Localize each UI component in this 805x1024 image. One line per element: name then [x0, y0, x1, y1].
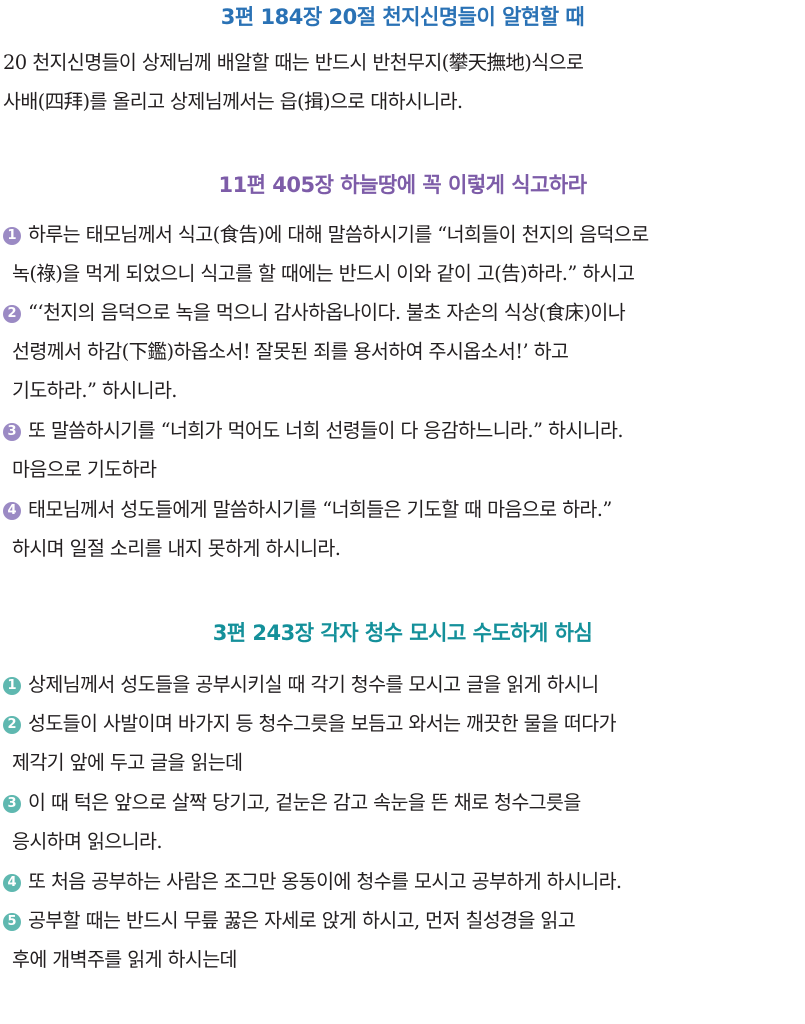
verse-line: 응시하며 읽으니라. — [12, 830, 163, 853]
number-badge-icon: 5 — [3, 913, 21, 931]
verse-text: 태모님께서 성도들에게 말씀하시기를 “너희들은 기도할 때 마음으로 하라.” — [28, 498, 612, 521]
verse-text: 공부할 때는 반드시 무릎 꿇은 자세로 앉게 하시고, 먼저 칠성경을 읽고 — [28, 909, 576, 932]
verse-text: 성도들이 사발이며 바가지 등 청수그릇을 보듬고 와서는 깨끗한 물을 떠다가 — [28, 712, 617, 735]
number-badge-icon: 2 — [3, 716, 21, 734]
section-heading: 3편 243장 각자 청수 모시고 수도하게 하심 — [212, 621, 593, 645]
verse-line: 마음으로 기도하라 — [12, 458, 157, 481]
verse-text: 이 때 턱은 앞으로 살짝 당기고, 겉눈은 감고 속눈을 뜬 채로 청수그릇을 — [28, 791, 581, 814]
verse-text: “‘천지의 음덕으로 녹을 먹으니 감사하옵나이다. 불초 자손의 식상(食床)… — [28, 301, 626, 324]
number-badge-icon: 4 — [3, 502, 21, 520]
number-badge-icon: 3 — [3, 423, 21, 441]
verse-text: 상제님께서 성도들을 공부시키실 때 각기 청수를 모시고 글을 읽게 하시니 — [28, 673, 599, 696]
number-badge-icon: 1 — [3, 227, 21, 245]
number-badge-icon: 3 — [3, 795, 21, 813]
verse-text: 또 말씀하시기를 “너희가 먹어도 너희 선령들이 다 응감하느니라.” 하시니… — [28, 419, 624, 442]
verse-line: 기도하라.” 하시니라. — [12, 379, 177, 402]
verse-text: 또 처음 공부하는 사람은 조그만 옹동이에 청수를 모시고 공부하게 하시니라… — [28, 870, 622, 893]
verse-line: 선령께서 하감(下鑑)하옵소서! 잘못된 죄를 용서하여 주시옵소서!’ 하고 — [12, 340, 569, 363]
number-badge-icon: 2 — [3, 305, 21, 323]
verse-line: 녹(祿)을 먹게 되었으니 식고를 할 때에는 반드시 이와 같이 고(告)하라… — [12, 262, 635, 285]
verse-line: 제각기 앞에 두고 글을 읽는데 — [12, 751, 243, 774]
number-badge-icon: 4 — [3, 874, 21, 892]
verse-text: 하루는 태모님께서 식고(食告)에 대해 말씀하시기를 “너희들이 천지의 음덕… — [28, 223, 649, 246]
section-heading: 11편 405장 하늘땅에 꼭 이렇게 식고하라 — [218, 173, 587, 197]
number-badge-icon: 1 — [3, 677, 21, 695]
verse-line: 후에 개벽주를 읽게 하시는데 — [12, 948, 237, 971]
section-heading: 3편 184장 20절 천지신명들이 알현할 때 — [220, 5, 585, 29]
verse-line: 사배(四拜)를 올리고 상제님께서는 읍(揖)으로 대하시니라. — [3, 90, 463, 113]
verse-line: 하시며 일절 소리를 내지 못하게 하시니라. — [12, 537, 341, 560]
verse-line: 20 천지신명들이 상제님께 배알할 때는 반드시 반천무지(攀天撫地)식으로 — [3, 51, 584, 74]
